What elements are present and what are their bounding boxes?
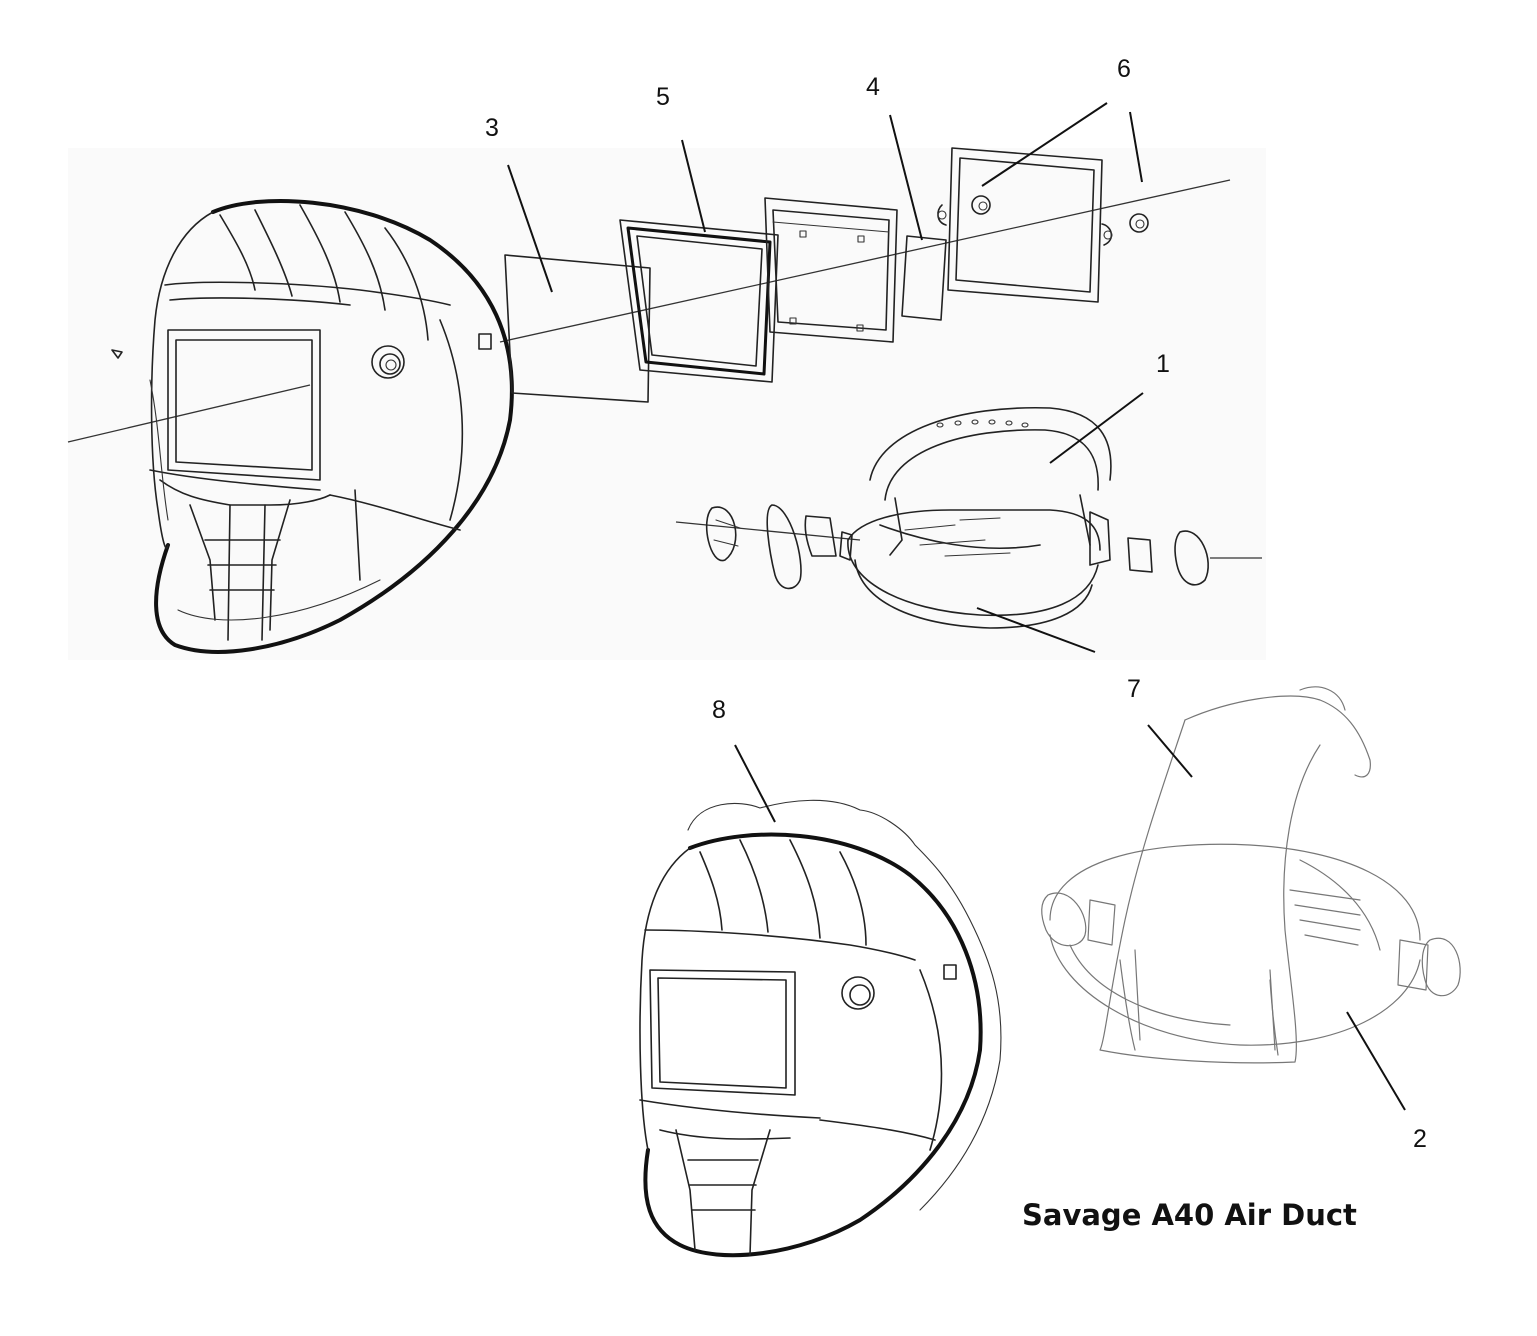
diagram-caption: Savage A40 Air Duct xyxy=(1022,1198,1357,1232)
callout-8: 8 xyxy=(712,696,726,724)
headgear-exploded-drawing xyxy=(705,406,1209,629)
callout-2: 2 xyxy=(1413,1125,1427,1153)
helmet-shell-drawing xyxy=(111,198,514,654)
headgear-with-air-duct-drawing xyxy=(1041,686,1461,1064)
callout-4: 4 xyxy=(866,73,880,101)
leader-lines xyxy=(507,102,1406,1111)
callout-7: 7 xyxy=(1127,675,1141,703)
helmet-with-sweat-band-drawing xyxy=(639,799,1002,1258)
callout-6: 6 xyxy=(1117,55,1131,83)
callout-3: 3 xyxy=(485,114,499,142)
callout-labels: 1 2 3 4 5 6 7 8 xyxy=(485,55,1427,1153)
lens-stack-drawing xyxy=(504,147,1149,403)
callout-5: 5 xyxy=(656,83,670,111)
callout-1: 1 xyxy=(1156,350,1170,378)
